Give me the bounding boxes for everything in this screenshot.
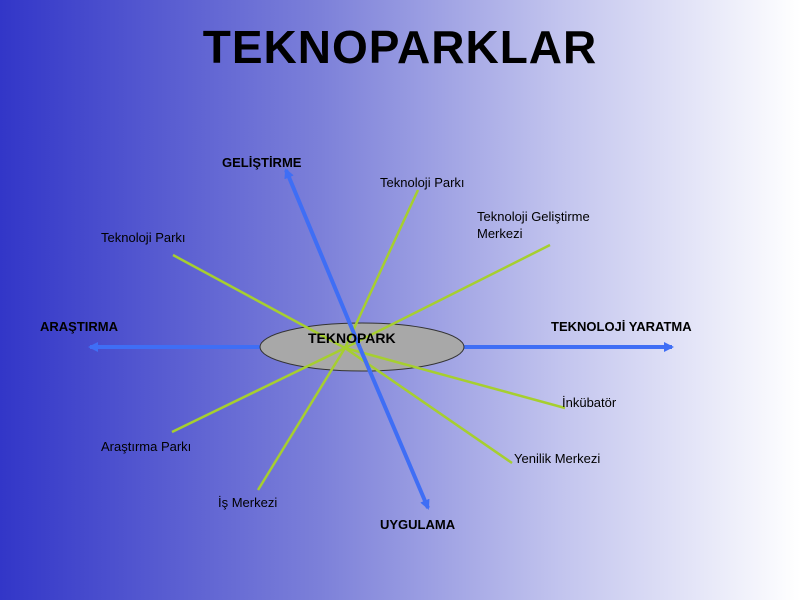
spoke-label-upper-right: Teknoloji Geliştirme Merkezi [477,209,590,241]
spoke-label-upper-middle: Teknoloji Parkı [380,175,465,190]
spoke-label-lower-left: Araştırma Parkı [101,439,192,454]
spoke-line-lower-right-2 [344,346,513,465]
arrow-down [358,347,430,510]
axis-label-right: TEKNOLOJİ YARATMA [551,319,692,334]
spoke-lines [171,189,566,491]
spoke-label-lower-right-2: Yenilik Merkezi [514,451,601,466]
spoke-line-upper-right [344,243,551,350]
axis-label-left: ARAŞTIRMA [40,319,118,334]
slide-title: TEKNOPARKLAR [202,21,598,73]
spoke-line-lower-left [171,346,346,434]
spoke-label-lower-right-1: İnkübatör [562,395,617,410]
spoke-line-lower-right-1 [344,346,566,410]
spoke-line-upper-left [172,253,346,350]
arrow-up [284,168,362,349]
teknopark-ellipse [259,322,465,372]
axis-label-up: GELİŞTİRME [222,155,302,170]
spoke-line-lower-middle [256,347,347,491]
spoke-label-lower-middle: İş Merkezi [218,495,278,510]
spoke-line-upper-middle [343,189,420,349]
spoke-label-upper-left: Teknoloji Parkı [101,230,186,245]
axis-label-down: UYGULAMA [380,517,456,532]
center-label: TEKNOPARK [308,330,396,346]
